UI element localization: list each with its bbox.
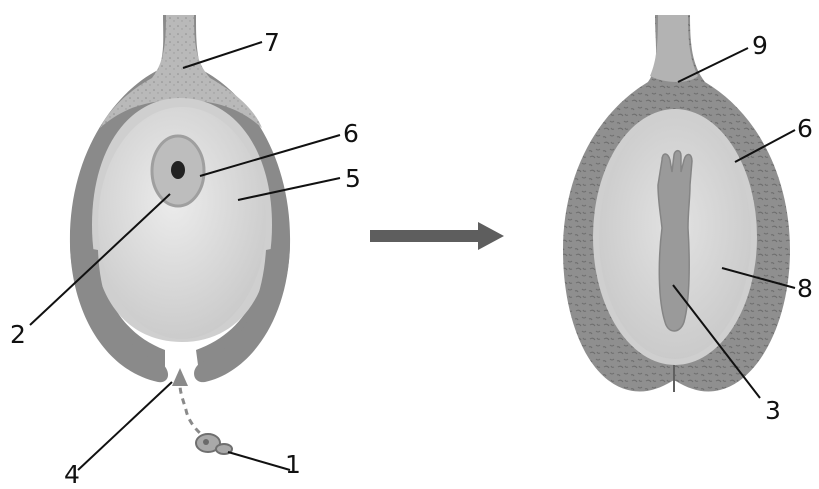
label-6-right: 6 (797, 116, 813, 141)
ovary-before (70, 15, 290, 454)
leader-1 (228, 452, 290, 470)
pollen-path-arrowhead (172, 368, 188, 386)
label-4: 4 (64, 462, 80, 487)
seed-after (563, 15, 790, 392)
label-2: 2 (10, 322, 26, 347)
label-3: 3 (765, 398, 781, 423)
label-7: 7 (264, 30, 280, 55)
label-9: 9 (752, 33, 768, 58)
label-1: 1 (285, 452, 301, 477)
transition-arrow (370, 222, 504, 250)
sperm-cell-1 (196, 434, 232, 454)
leader-4 (78, 382, 172, 470)
label-5: 5 (345, 166, 361, 191)
label-8: 8 (797, 276, 813, 301)
label-6-left: 6 (343, 121, 359, 146)
egg-nucleus-2 (171, 161, 185, 179)
pollen-tube-path (180, 385, 208, 440)
